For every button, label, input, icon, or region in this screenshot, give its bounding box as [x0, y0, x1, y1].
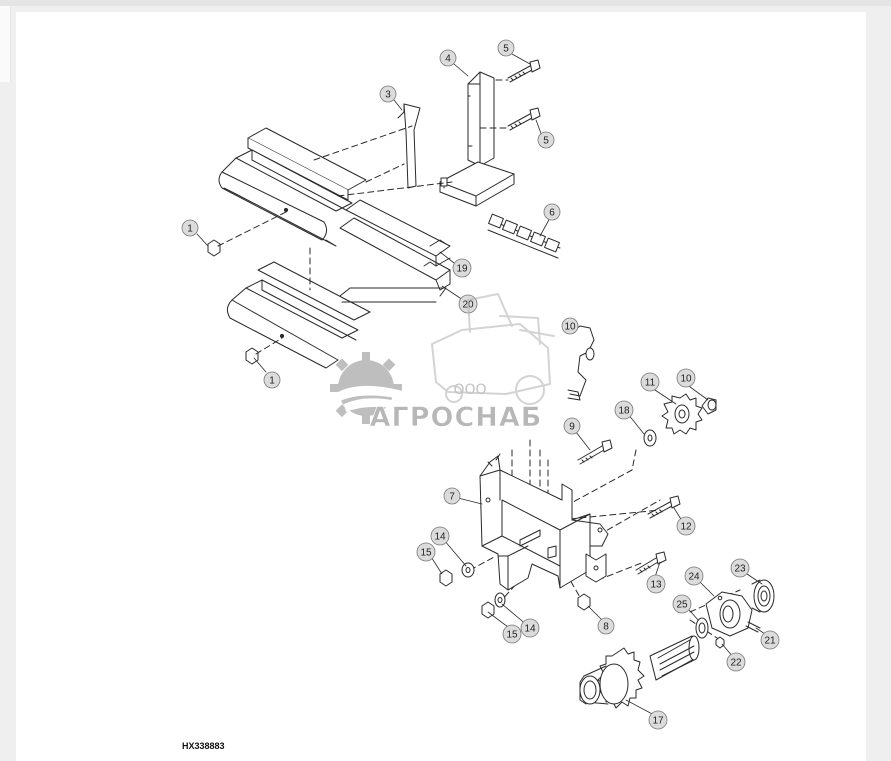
svg-text:25: 25 [676, 600, 688, 611]
exploded-parts-diagram: 1 1 3 4 5 5 6 7 8 9 10 10 11 12 13 14 14… [181, 39, 780, 751]
svg-text:22: 22 [730, 658, 742, 669]
bolt-13 [635, 551, 667, 575]
callout-8: 8 [597, 617, 615, 635]
callout-11: 11 [640, 372, 660, 392]
part-24-flange [705, 591, 753, 637]
part-3-strap [397, 103, 421, 189]
svg-text:24: 24 [688, 572, 700, 583]
svg-text:14: 14 [524, 624, 536, 635]
callout-13: 13 [646, 574, 666, 594]
bolt-12 [647, 495, 681, 519]
svg-text:17: 17 [652, 716, 664, 727]
callout-25: 25 [672, 594, 692, 614]
part-22-nut [715, 636, 725, 649]
watermark-name: АГРОСНАБ [370, 402, 543, 433]
svg-text:15: 15 [420, 548, 432, 559]
watermark-prefix: ООО [453, 382, 486, 398]
lower-rail-assembly [226, 261, 447, 369]
part-23-bearing [751, 579, 775, 613]
part-10-sprocket-hidden [567, 325, 595, 401]
svg-text:10: 10 [564, 322, 576, 333]
svg-text:8: 8 [603, 622, 609, 633]
svg-text:5: 5 [503, 44, 509, 55]
callout-23: 23 [730, 558, 750, 578]
nut-1-lower [245, 347, 259, 365]
part-11-sprocket [661, 393, 703, 435]
part-6-chain [487, 213, 561, 259]
washer-14-left [461, 562, 475, 578]
harvester-icon [431, 293, 555, 405]
svg-text:15: 15 [506, 630, 518, 641]
callout-10a: 10 [561, 317, 579, 335]
callout-1b: 1 [263, 371, 281, 389]
nut-15-left [439, 569, 453, 587]
callout-24: 24 [684, 566, 704, 586]
part-10-bushing [701, 397, 717, 415]
callout-5b: 5 [537, 131, 555, 149]
nut-8 [577, 593, 591, 611]
nut-1-upper [207, 239, 221, 257]
washer-14-lower [494, 592, 506, 608]
upper-rail-assembly [218, 127, 451, 291]
svg-text:4: 4 [445, 54, 451, 65]
svg-text:6: 6 [549, 208, 555, 219]
callout-10b: 10 [676, 368, 696, 388]
callout-5a: 5 [497, 39, 515, 57]
part-4-bracket [439, 71, 515, 207]
callout-6: 6 [543, 203, 561, 221]
svg-text:13: 13 [650, 580, 662, 591]
svg-text:11: 11 [645, 378, 656, 389]
callout-17: 17 [648, 710, 668, 730]
svg-text:23: 23 [734, 564, 746, 575]
svg-text:12: 12 [680, 522, 692, 533]
svg-text:21: 21 [764, 636, 776, 647]
callout-15b: 15 [502, 624, 522, 644]
svg-text:1: 1 [187, 224, 193, 235]
callout-1a: 1 [181, 219, 199, 237]
callout-9: 9 [563, 417, 581, 435]
svg-text:19: 19 [456, 264, 468, 275]
part-18-washer [643, 429, 657, 447]
diagram-sheet: 1 1 3 4 5 5 6 7 8 9 10 10 11 12 13 14 14… [16, 12, 866, 761]
part-7-bracket [479, 453, 609, 591]
part-17-sprocket [579, 647, 645, 709]
left-panel-edge [0, 6, 11, 82]
svg-text:18: 18 [618, 406, 630, 417]
svg-text:7: 7 [449, 492, 455, 503]
top-border-strip [0, 0, 891, 6]
svg-text:14: 14 [434, 532, 446, 543]
gear-icon [330, 352, 426, 424]
callout-15a: 15 [416, 542, 436, 562]
bolt-5-lower [507, 107, 541, 131]
callout-21: 21 [760, 630, 780, 650]
callout-14b: 14 [520, 618, 540, 638]
callout-22: 22 [726, 652, 746, 672]
callout-3: 3 [379, 85, 397, 103]
svg-text:10: 10 [680, 374, 692, 385]
svg-text:5: 5 [543, 136, 549, 147]
svg-text:3: 3 [385, 90, 391, 101]
bolt-5-upper [507, 59, 541, 83]
callout-19: 19 [452, 258, 472, 278]
callout-7: 7 [443, 487, 461, 505]
bolt-9 [577, 439, 613, 465]
callout-14a: 14 [430, 526, 450, 546]
callout-4: 4 [439, 49, 457, 67]
callout-18: 18 [614, 400, 634, 420]
callout-markers: 1 1 3 4 5 5 6 7 8 9 10 10 11 12 13 14 14… [181, 39, 780, 730]
part-21-screw [745, 621, 761, 633]
svg-text:9: 9 [569, 422, 575, 433]
callout-12: 12 [676, 516, 696, 536]
watermark-logo: ООО АГРОСНАБ [330, 293, 555, 433]
part-17-shaft [649, 635, 700, 681]
svg-text:1: 1 [269, 376, 275, 387]
part-25-collar [695, 617, 709, 639]
figure-code: HX338883 [182, 741, 225, 751]
